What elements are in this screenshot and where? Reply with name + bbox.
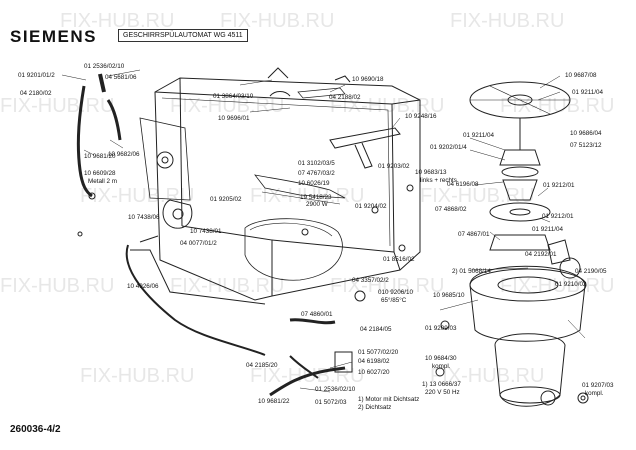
- heater-element: [254, 174, 346, 199]
- part-label: 10 6026/19: [298, 180, 330, 187]
- part-label: 10 6027/20: [358, 369, 390, 376]
- door-opening: [244, 218, 343, 281]
- part-label: 01 9202/01/4: [430, 144, 467, 151]
- part-label: 01 9207/03: [582, 382, 614, 389]
- part-label: 10 9681/22: [258, 398, 290, 405]
- part-label: 010 9206/10: [378, 289, 414, 296]
- part-label: 07 4767/03/2: [298, 170, 335, 177]
- legend-item: 1) Motor mit Dichtsatz: [358, 396, 420, 403]
- part-label: 07 4860/01: [301, 311, 333, 318]
- fill-hose: [76, 85, 93, 198]
- part-label: 01 5072/03: [315, 399, 347, 406]
- part-label: 07 4867/01: [458, 231, 490, 238]
- part-label: 04 6198/02: [358, 358, 390, 365]
- legend-item: 2) Dichtsatz: [358, 403, 392, 411]
- part-label: 01 9212/01: [542, 213, 574, 220]
- part-label: 10 9686/04: [570, 130, 602, 137]
- part-label: Metall 2 m: [88, 178, 118, 185]
- part-label: 01 9204/02: [355, 203, 387, 210]
- part-label: 07 5123/12: [570, 142, 602, 149]
- part-label: 04 2185/20: [246, 362, 278, 369]
- part-label: 01 8516/02: [383, 256, 415, 263]
- part-label: 10 9687/08: [565, 72, 597, 79]
- brand-logo: SIEMENS: [10, 27, 98, 46]
- part-label: 10 4926/06: [127, 283, 159, 290]
- part-label: kompl.: [585, 390, 604, 397]
- part-label: 1) 13 0666/37: [422, 381, 461, 388]
- part-label: 01 9210/02: [555, 281, 587, 288]
- part-label: 2) 01 5068/14: [452, 268, 491, 275]
- model-title: GESCHIRRSPÜLAUTOMAT WG 4511: [118, 29, 248, 42]
- part-label: 65°/85°C: [381, 297, 407, 304]
- part-label: 04 2184/05: [360, 326, 392, 333]
- part-label: 10 9685/10: [433, 292, 465, 299]
- part-label: 01 5077/02/20: [358, 349, 399, 356]
- side-bracket: [139, 117, 191, 201]
- part-label: 04 2192/01: [525, 251, 557, 258]
- part-label: 04 6196/08: [447, 181, 479, 188]
- part-label: 10 9684/30: [425, 355, 457, 362]
- part-label: 01 2536/02/10: [315, 386, 356, 393]
- part-label: 01 9201/01/2: [18, 72, 55, 79]
- part-label: 10 9248/16: [405, 113, 437, 120]
- spray-arm-upper: [329, 127, 401, 149]
- part-label: 04 2190/05: [575, 268, 607, 275]
- part-label: 01 9211/04: [572, 89, 604, 96]
- part-label: 10 9690/18: [352, 76, 384, 83]
- part-label: 10 7438/06: [128, 214, 160, 221]
- part-label: 07 4868/02: [435, 206, 467, 213]
- part-label: 10 7438/01: [190, 228, 222, 235]
- part-label: 10 9683/13: [415, 169, 447, 176]
- part-label: 01 9209/03: [425, 325, 457, 332]
- drain-hose: [269, 366, 346, 397]
- part-label: 04 2180/02: [20, 90, 52, 97]
- part-label: 01 3102/03/5: [298, 160, 335, 167]
- tub-outline: [154, 77, 421, 301]
- part-label: 04 5681/06: [105, 74, 137, 81]
- part-label: 01 2536/02/10: [84, 63, 125, 70]
- part-label: 01 9211/04: [463, 132, 495, 139]
- part-label: 01 9203/02: [378, 163, 410, 170]
- part-label: 01 9212/01: [543, 182, 575, 189]
- part-label: 01 9205/02: [210, 196, 242, 203]
- part-label: 04 0077/01/2: [180, 240, 217, 247]
- part-label: 10 6609/28: [84, 170, 116, 177]
- part-label: 2900 W: [306, 201, 328, 208]
- part-label: links + rechts: [420, 177, 457, 184]
- part-label: 04 3357/02/2: [352, 277, 389, 284]
- part-label: 19 5418/23: [300, 194, 332, 201]
- part-label: 10 9682/06: [108, 151, 140, 158]
- motor-body: [494, 333, 566, 407]
- part-label: 10 9681/20: [84, 153, 116, 160]
- part-label: kompl.: [432, 363, 451, 370]
- part-label: 01 9211/04: [532, 226, 564, 233]
- part-label: 220 V 50 Hz: [425, 389, 460, 396]
- part-label: 01 3864/03/10: [213, 93, 254, 100]
- legend: 1) Motor mit Dichtsatz 2) Dichtsatz: [358, 396, 419, 411]
- part-label: 04 2188/02: [329, 94, 361, 101]
- part-label: 10 9696/01: [218, 115, 250, 122]
- document-id: 260036-4/2: [10, 424, 61, 435]
